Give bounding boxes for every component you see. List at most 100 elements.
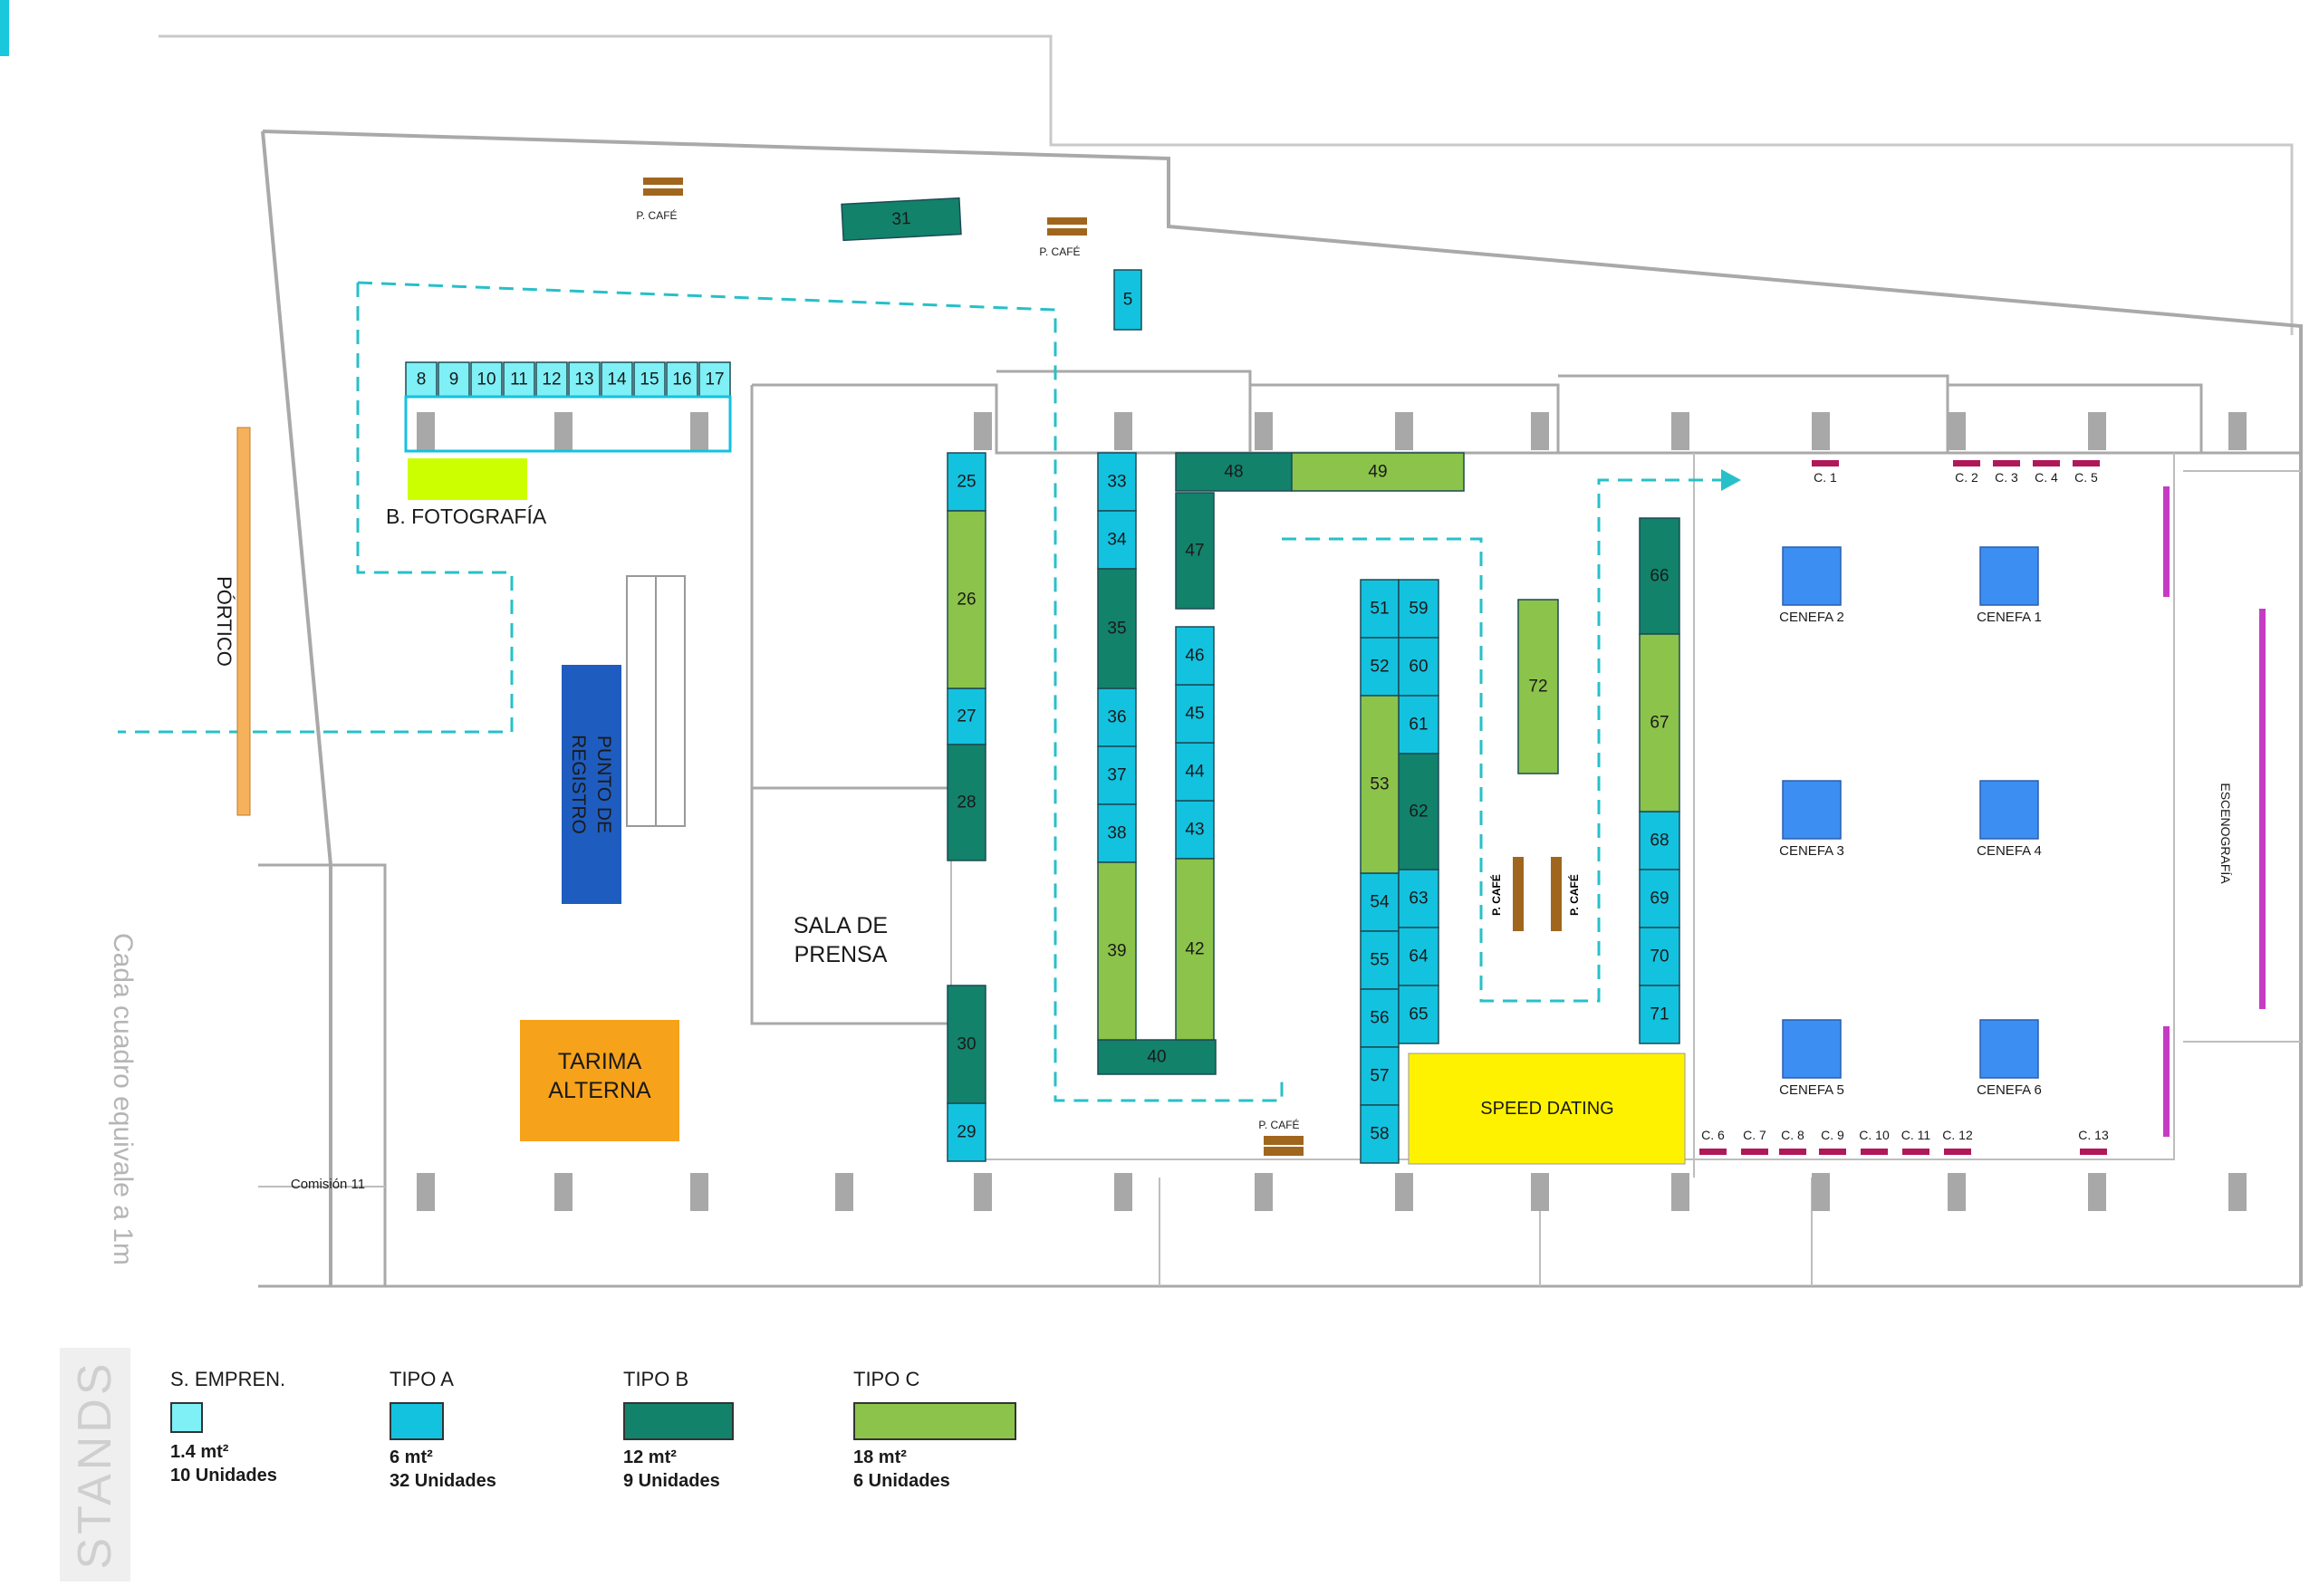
stand-13[interactable]: 13 [568, 361, 601, 398]
cenefa-box[interactable] [1979, 546, 2039, 606]
stand-box[interactable] [633, 361, 666, 398]
stand-box[interactable] [1175, 492, 1215, 610]
stand-box[interactable] [1113, 269, 1142, 331]
stand-box[interactable] [1097, 745, 1137, 805]
stand-36[interactable]: 36 [1097, 687, 1137, 747]
stand-45[interactable]: 45 [1175, 684, 1215, 744]
stand-box[interactable] [947, 452, 986, 512]
stand-51[interactable]: 51 [1360, 579, 1400, 639]
stand-box[interactable] [1097, 452, 1137, 512]
stand-10[interactable]: 10 [470, 361, 503, 398]
stand-58[interactable]: 58 [1360, 1104, 1400, 1164]
cenefa-3[interactable]: CENEFA 3 [1779, 780, 1844, 859]
stand-39[interactable]: 39 [1097, 861, 1137, 1041]
stand-60[interactable]: 60 [1398, 637, 1439, 697]
stand-72[interactable]: 72 [1517, 599, 1559, 774]
stand-68[interactable]: 68 [1639, 811, 1680, 870]
cenefa-box[interactable] [1782, 546, 1842, 606]
stand-61[interactable]: 61 [1398, 695, 1439, 755]
stand-box[interactable] [698, 361, 731, 398]
stand-box[interactable] [1097, 687, 1137, 747]
stand-box[interactable] [1175, 684, 1215, 744]
stand-43[interactable]: 43 [1175, 800, 1215, 860]
cenefa-box[interactable] [1782, 1019, 1842, 1079]
stand-31[interactable]: 31 [841, 197, 962, 242]
stand-66[interactable]: 66 [1639, 517, 1680, 635]
stand-box[interactable] [947, 510, 986, 689]
stand-34[interactable]: 34 [1097, 510, 1137, 570]
stand-box[interactable] [1639, 927, 1680, 986]
stand-48[interactable]: 48 [1175, 452, 1293, 492]
stand-49[interactable]: 49 [1291, 452, 1465, 492]
stand-69[interactable]: 69 [1639, 869, 1680, 928]
stand-box[interactable] [1639, 517, 1680, 635]
stand-box[interactable] [535, 361, 568, 398]
stand-63[interactable]: 63 [1398, 869, 1439, 928]
stand-box[interactable] [1360, 695, 1400, 874]
stand-box[interactable] [1175, 452, 1293, 492]
stand-46[interactable]: 46 [1175, 626, 1215, 686]
stand-box[interactable] [1097, 803, 1137, 863]
stand-box[interactable] [1398, 869, 1439, 928]
stand-55[interactable]: 55 [1360, 930, 1400, 990]
stand-62[interactable]: 62 [1398, 753, 1439, 870]
stand-box[interactable] [947, 985, 986, 1104]
stand-26[interactable]: 26 [947, 510, 986, 689]
speed-dating-area[interactable] [1408, 1053, 1686, 1165]
stand-box[interactable] [1360, 930, 1400, 990]
stand-15[interactable]: 15 [633, 361, 666, 398]
stand-box[interactable] [1097, 1039, 1217, 1075]
stand-box[interactable] [1398, 753, 1439, 870]
stand-56[interactable]: 56 [1360, 988, 1400, 1048]
stand-box[interactable] [1639, 633, 1680, 812]
stand-54[interactable]: 54 [1360, 872, 1400, 932]
stand-53[interactable]: 53 [1360, 695, 1400, 874]
stand-37[interactable]: 37 [1097, 745, 1137, 805]
stand-59[interactable]: 59 [1398, 579, 1439, 639]
stand-33[interactable]: 33 [1097, 452, 1137, 512]
stand-44[interactable]: 44 [1175, 742, 1215, 802]
stand-box[interactable] [1097, 861, 1137, 1041]
cenefa-2[interactable]: CENEFA 2 [1779, 546, 1844, 625]
stand-40[interactable]: 40 [1097, 1039, 1217, 1075]
stand-42[interactable]: 42 [1175, 858, 1215, 1041]
cenefa-box[interactable] [1782, 780, 1842, 840]
stand-box[interactable] [1175, 800, 1215, 860]
cenefa-1[interactable]: CENEFA 1 [1977, 546, 2042, 625]
stand-64[interactable]: 64 [1398, 927, 1439, 986]
tarima-area[interactable] [520, 1020, 679, 1141]
stand-12[interactable]: 12 [535, 361, 568, 398]
stand-box[interactable] [1175, 742, 1215, 802]
stand-box[interactable] [841, 197, 962, 242]
stand-box[interactable] [1291, 452, 1465, 492]
stand-52[interactable]: 52 [1360, 637, 1400, 697]
stand-box[interactable] [1398, 927, 1439, 986]
stand-29[interactable]: 29 [947, 1102, 986, 1162]
stand-box[interactable] [1360, 1104, 1400, 1164]
stand-30[interactable]: 30 [947, 985, 986, 1104]
registro-area[interactable] [562, 665, 621, 904]
stand-box[interactable] [503, 361, 535, 398]
cenefa-5[interactable]: CENEFA 5 [1779, 1019, 1844, 1098]
stand-box[interactable] [405, 361, 438, 398]
stand-27[interactable]: 27 [947, 687, 986, 745]
stand-box[interactable] [947, 744, 986, 861]
stand-box[interactable] [1097, 510, 1137, 570]
stand-box[interactable] [1360, 988, 1400, 1048]
stand-box[interactable] [1517, 599, 1559, 774]
stand-16[interactable]: 16 [666, 361, 698, 398]
stand-57[interactable]: 57 [1360, 1046, 1400, 1106]
stand-box[interactable] [1175, 858, 1215, 1041]
stand-71[interactable]: 71 [1639, 985, 1680, 1044]
stand-67[interactable]: 67 [1639, 633, 1680, 812]
cenefa-box[interactable] [1979, 780, 2039, 840]
stand-17[interactable]: 17 [698, 361, 731, 398]
stand-35[interactable]: 35 [1097, 568, 1137, 689]
stand-70[interactable]: 70 [1639, 927, 1680, 986]
stand-38[interactable]: 38 [1097, 803, 1137, 863]
stand-9[interactable]: 9 [438, 361, 470, 398]
cenefa-4[interactable]: CENEFA 4 [1977, 780, 2042, 859]
stand-47[interactable]: 47 [1175, 492, 1215, 610]
stand-box[interactable] [1097, 568, 1137, 689]
stand-box[interactable] [1175, 626, 1215, 686]
